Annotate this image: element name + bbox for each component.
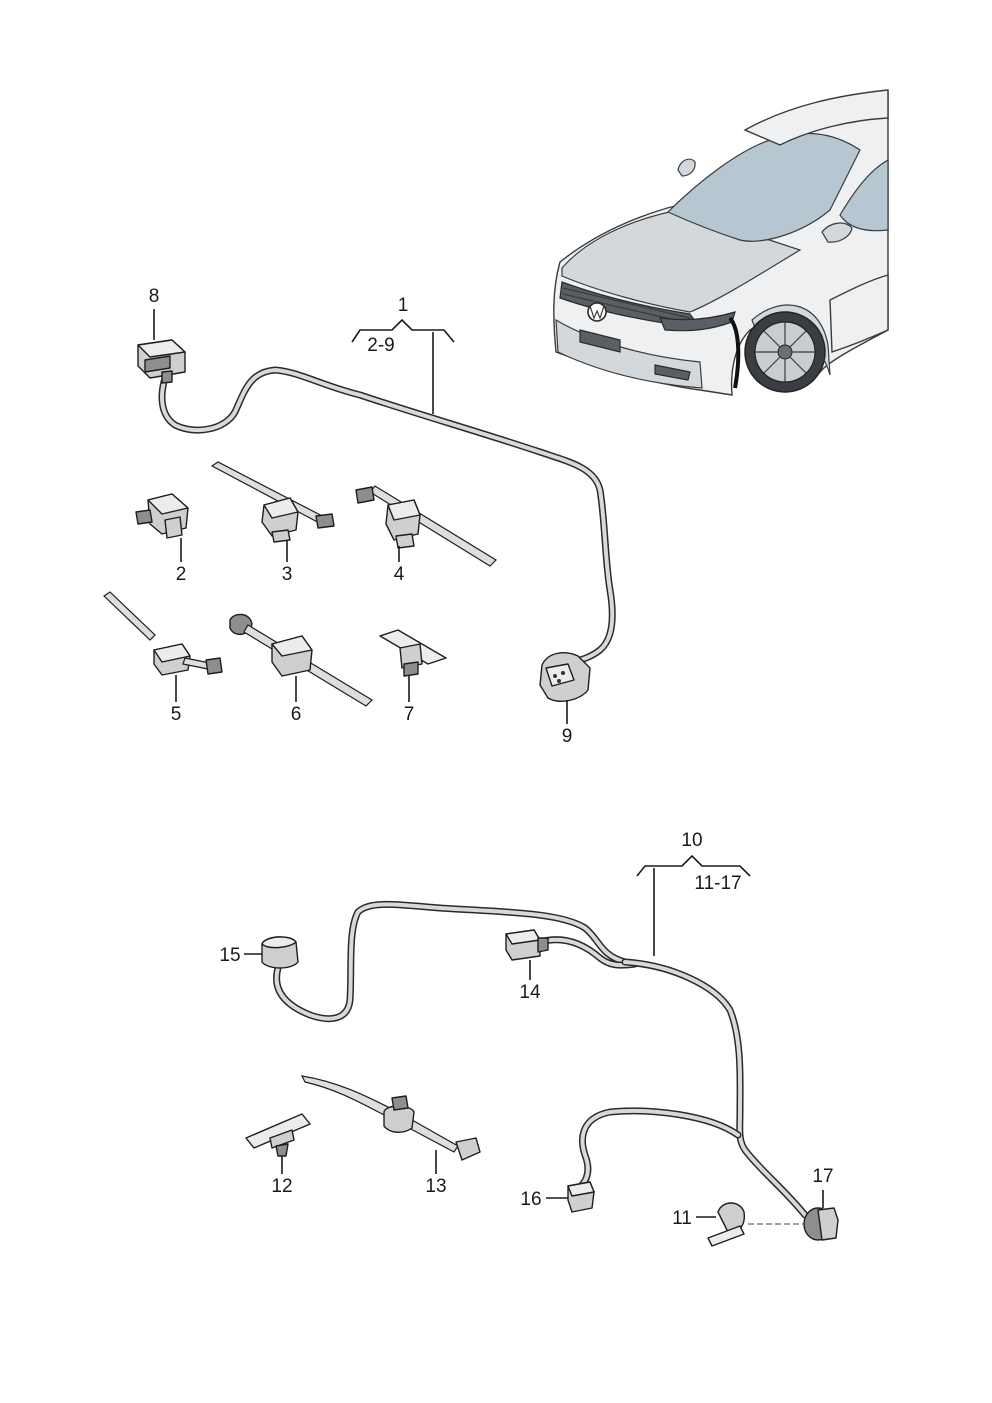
label-4: 4 bbox=[394, 564, 405, 585]
label-7: 7 bbox=[404, 704, 415, 725]
label-11-17: 11-17 bbox=[694, 873, 741, 894]
connector-17 bbox=[803, 1207, 839, 1241]
label-3: 3 bbox=[282, 564, 293, 585]
label-6: 6 bbox=[291, 704, 302, 725]
connector-14 bbox=[505, 929, 549, 961]
cable-tie-13 bbox=[300, 1075, 481, 1161]
label-8: 8 bbox=[149, 286, 160, 307]
connector-16 bbox=[567, 1181, 595, 1213]
connector-8 bbox=[137, 339, 186, 384]
wiring-harness-1 bbox=[158, 366, 616, 666]
label-9: 9 bbox=[562, 726, 573, 747]
label-10: 10 bbox=[681, 830, 702, 851]
label-17: 17 bbox=[812, 1166, 833, 1187]
label-2: 2 bbox=[176, 564, 187, 585]
clip-11 bbox=[707, 1202, 745, 1247]
label-11: 11 bbox=[672, 1208, 692, 1229]
car-illustration bbox=[553, 89, 889, 396]
label-1: 1 bbox=[398, 295, 409, 316]
leader-lines bbox=[153, 309, 824, 1218]
cable-tie-4 bbox=[355, 485, 497, 567]
holder-2 bbox=[135, 493, 189, 539]
callout-labels: 1 2-9 8 2 3 4 5 6 7 9 10 11-17 15 14 12 … bbox=[149, 286, 834, 1229]
label-2-9: 2-9 bbox=[367, 335, 394, 356]
label-13: 13 bbox=[425, 1176, 446, 1197]
label-14: 14 bbox=[519, 982, 541, 1003]
label-15: 15 bbox=[219, 945, 240, 966]
label-16: 16 bbox=[520, 1189, 541, 1210]
cable-tie-6 bbox=[229, 613, 373, 707]
label-12: 12 bbox=[271, 1176, 292, 1197]
clip-7 bbox=[379, 629, 447, 677]
connector-9 bbox=[539, 652, 591, 702]
wiring-harness-10 bbox=[273, 900, 809, 1219]
cable-tie-3 bbox=[210, 461, 335, 543]
clip-12 bbox=[245, 1113, 311, 1157]
connector-15 bbox=[261, 936, 299, 969]
cable-tie-5 bbox=[103, 591, 223, 676]
label-5: 5 bbox=[171, 704, 182, 725]
